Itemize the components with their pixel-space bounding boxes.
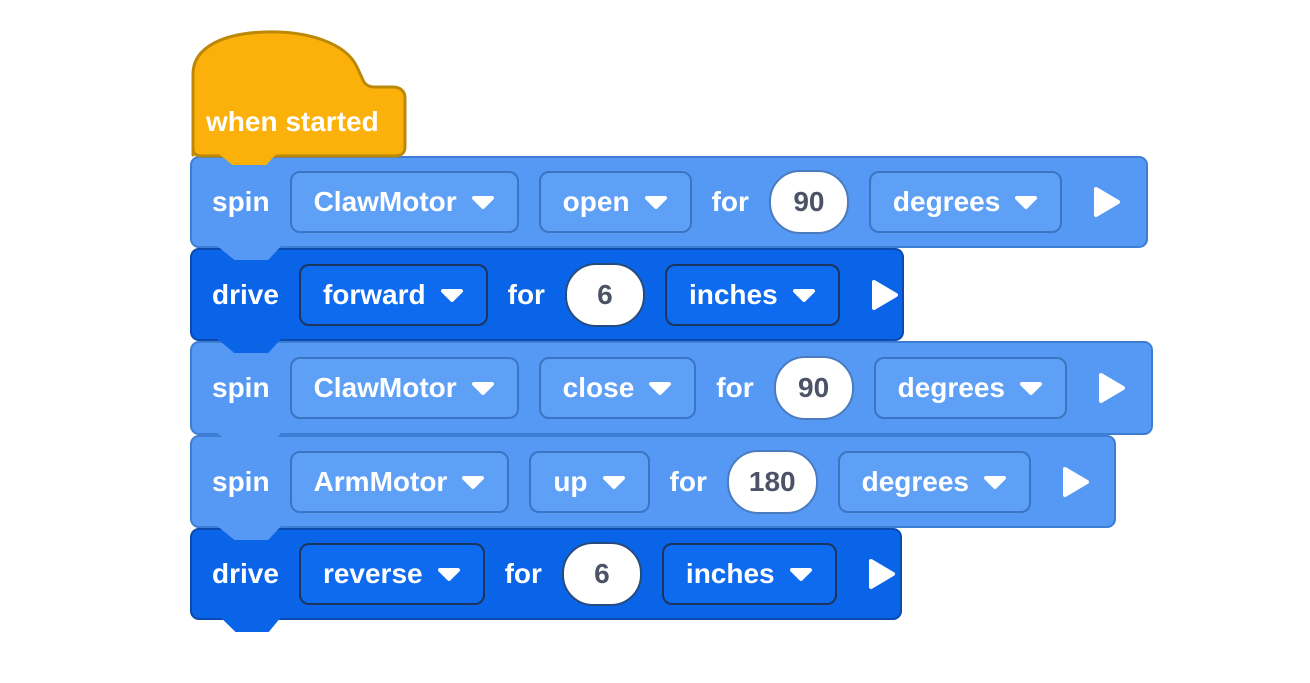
hat-block-shape: [191, 30, 407, 158]
value-text: 6: [594, 558, 610, 589]
dropdown-arrow-icon: [789, 568, 812, 581]
unit-dropdown-value: degrees: [897, 372, 1006, 403]
unit-dropdown[interactable]: degrees: [873, 357, 1068, 419]
spin-block-2[interactable]: spin ClawMotor close for 90 degrees: [190, 341, 1153, 447]
for-label: for: [716, 372, 754, 403]
unit-dropdown[interactable]: inches: [661, 543, 837, 605]
motor-dropdown[interactable]: ArmMotor: [289, 450, 510, 513]
unit-dropdown[interactable]: degrees: [868, 171, 1063, 233]
direction-dropdown[interactable]: up: [529, 450, 650, 513]
connector-tab: [216, 338, 282, 353]
dropdown-arrow-icon: [471, 382, 494, 395]
motor-dropdown-value: ClawMotor: [313, 372, 457, 403]
play-icon[interactable]: [867, 557, 897, 591]
value-text: 90: [798, 372, 830, 403]
motor-dropdown[interactable]: ClawMotor: [289, 171, 519, 233]
unit-dropdown-value: inches: [688, 278, 778, 310]
dropdown-arrow-icon: [792, 288, 815, 302]
direction-dropdown-value: forward: [322, 278, 426, 310]
value-input[interactable]: 6: [561, 542, 642, 606]
value-input[interactable]: 6: [564, 262, 645, 327]
dropdown-arrow-icon: [649, 382, 672, 395]
value-text: 180: [748, 465, 796, 497]
drive-label: drive: [212, 558, 279, 589]
drive-label: drive: [212, 278, 279, 310]
for-label: for: [504, 558, 542, 589]
motor-dropdown[interactable]: ClawMotor: [289, 357, 519, 419]
value-input[interactable]: 90: [768, 170, 849, 234]
direction-dropdown-value: close: [562, 372, 635, 403]
unit-dropdown-value: degrees: [892, 186, 1001, 217]
unit-dropdown-value: inches: [685, 558, 775, 589]
dropdown-arrow-icon: [644, 196, 667, 209]
play-icon[interactable]: [1097, 371, 1127, 405]
direction-dropdown-value: up: [553, 465, 588, 497]
dropdown-arrow-icon: [1015, 196, 1038, 209]
drive-block-1[interactable]: drive forward for 6 inches: [190, 248, 904, 353]
direction-dropdown[interactable]: forward: [298, 263, 488, 326]
spin-block-1[interactable]: spin ClawMotor open for 90 degrees: [190, 156, 1148, 260]
play-icon[interactable]: [870, 278, 900, 312]
spin-label: spin: [212, 186, 270, 217]
motor-dropdown-value: ArmMotor: [313, 465, 448, 497]
connector-tab: [216, 245, 282, 260]
spin-block-3[interactable]: spin ArmMotor up for 180 degrees: [190, 435, 1116, 540]
dropdown-arrow-icon: [462, 475, 485, 489]
connector-tab: [216, 525, 282, 540]
play-icon[interactable]: [1092, 185, 1122, 219]
direction-dropdown-value: reverse: [322, 558, 423, 589]
connector-tab: [216, 432, 282, 447]
unit-dropdown-value: degrees: [861, 465, 969, 497]
when-started-hat-block[interactable]: when started: [190, 28, 410, 165]
unit-dropdown[interactable]: inches: [664, 263, 840, 326]
motor-dropdown-value: ClawMotor: [313, 186, 457, 217]
for-label: for: [711, 186, 749, 217]
value-input[interactable]: 90: [773, 356, 854, 420]
direction-dropdown-value: open: [562, 186, 630, 217]
dropdown-arrow-icon: [471, 196, 494, 209]
spin-label: spin: [212, 465, 270, 497]
direction-dropdown[interactable]: open: [538, 171, 692, 233]
dropdown-arrow-icon: [984, 475, 1006, 489]
dropdown-arrow-icon: [437, 568, 460, 581]
end-connector-tab: [214, 611, 286, 632]
direction-dropdown[interactable]: reverse: [298, 543, 485, 605]
play-icon[interactable]: [1061, 465, 1091, 499]
value-text: 90: [793, 186, 825, 217]
value-input[interactable]: 180: [726, 449, 818, 514]
spin-label: spin: [212, 372, 270, 403]
hat-block-label: when started: [206, 106, 379, 137]
for-label: for: [669, 465, 707, 497]
unit-dropdown[interactable]: degrees: [837, 450, 1031, 513]
drive-block-2[interactable]: drive reverse for 6 inches: [190, 528, 902, 632]
value-text: 6: [597, 278, 613, 310]
dropdown-arrow-icon: [440, 288, 463, 302]
for-label: for: [507, 278, 545, 310]
dropdown-arrow-icon: [602, 475, 625, 489]
hat-connector-tab: [214, 150, 280, 165]
dropdown-arrow-icon: [1020, 382, 1043, 395]
direction-dropdown[interactable]: close: [538, 357, 697, 419]
